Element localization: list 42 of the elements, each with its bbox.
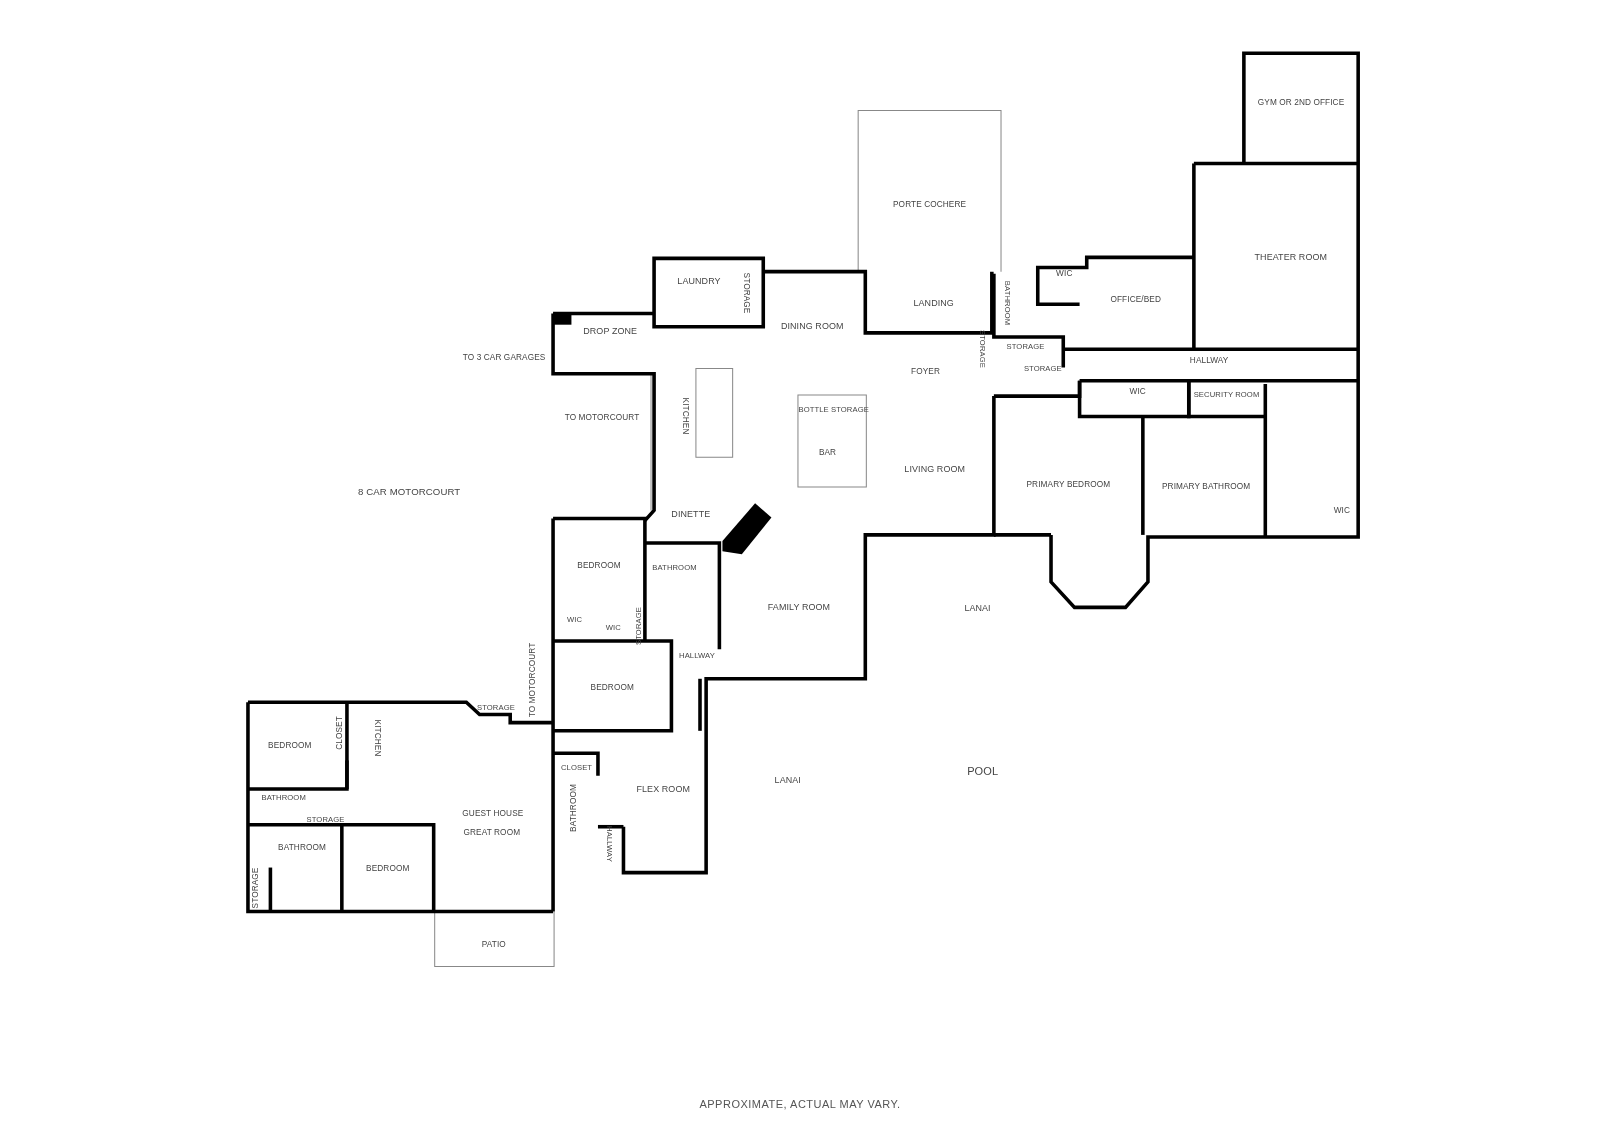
room-label: STORAGE — [741, 272, 751, 314]
room-label: OFFICE/BED — [1110, 295, 1161, 305]
room-label: GREAT ROOM — [463, 828, 521, 837]
room-label: DINING ROOM — [780, 321, 844, 330]
room-label: PORTE COCHERE — [893, 200, 967, 210]
room-label: DINETTE — [671, 509, 711, 519]
room-label: STORAGE — [252, 867, 261, 909]
room-label: TO MOTORCOURT — [564, 414, 640, 423]
room-label: GYM OR 2ND OFFICE — [1257, 98, 1345, 108]
room-label: BAR — [818, 448, 837, 458]
room-label: BEDROOM — [590, 683, 634, 692]
room-label: POOL — [967, 766, 999, 778]
room-label: LAUNDRY — [677, 276, 721, 286]
room-label: TO 3 CAR GARAGES — [462, 354, 546, 363]
room-label: FOYER — [911, 368, 940, 377]
room-label: GUEST HOUSE — [462, 810, 524, 819]
room-label: KITCHEN — [372, 719, 381, 757]
room-label: PRIMARY BEDROOM — [1026, 480, 1111, 489]
room-label: PRIMARY BATHROOM — [1162, 482, 1251, 491]
room-label: LIVING ROOM — [904, 464, 966, 474]
caption-text: APPROXIMATE, ACTUAL MAY VARY. — [698, 1098, 902, 1110]
room-label: DROP ZONE — [583, 326, 638, 336]
room-label: TO MOTORCOURT — [528, 642, 537, 717]
room-label: PATIO — [481, 940, 506, 949]
room-label: BEDROOM — [577, 562, 621, 571]
room-label: KITCHEN — [680, 397, 689, 435]
room-label: BEDROOM — [366, 865, 410, 874]
room-label: BATHROOM — [278, 843, 326, 853]
room-label: FAMILY ROOM — [767, 602, 831, 612]
room-label: WIC — [1129, 387, 1146, 396]
room-label: LANDING — [913, 298, 954, 308]
room-label: WIC — [1056, 270, 1073, 279]
room-label: LANAI — [964, 603, 991, 613]
room-label: BEDROOM — [268, 741, 312, 751]
room-label: THEATER ROOM — [1254, 252, 1328, 262]
room-label: CLOSET — [335, 715, 344, 750]
room-label: FLEX ROOM — [636, 784, 690, 794]
room-label: HALLWAY — [1189, 357, 1229, 366]
room-label: 8 CAR MOTORCOURT — [358, 487, 461, 497]
room-label: LANAI — [774, 775, 801, 785]
room-label: WIC — [1333, 507, 1350, 516]
room-label: BATHROOM — [570, 784, 579, 833]
